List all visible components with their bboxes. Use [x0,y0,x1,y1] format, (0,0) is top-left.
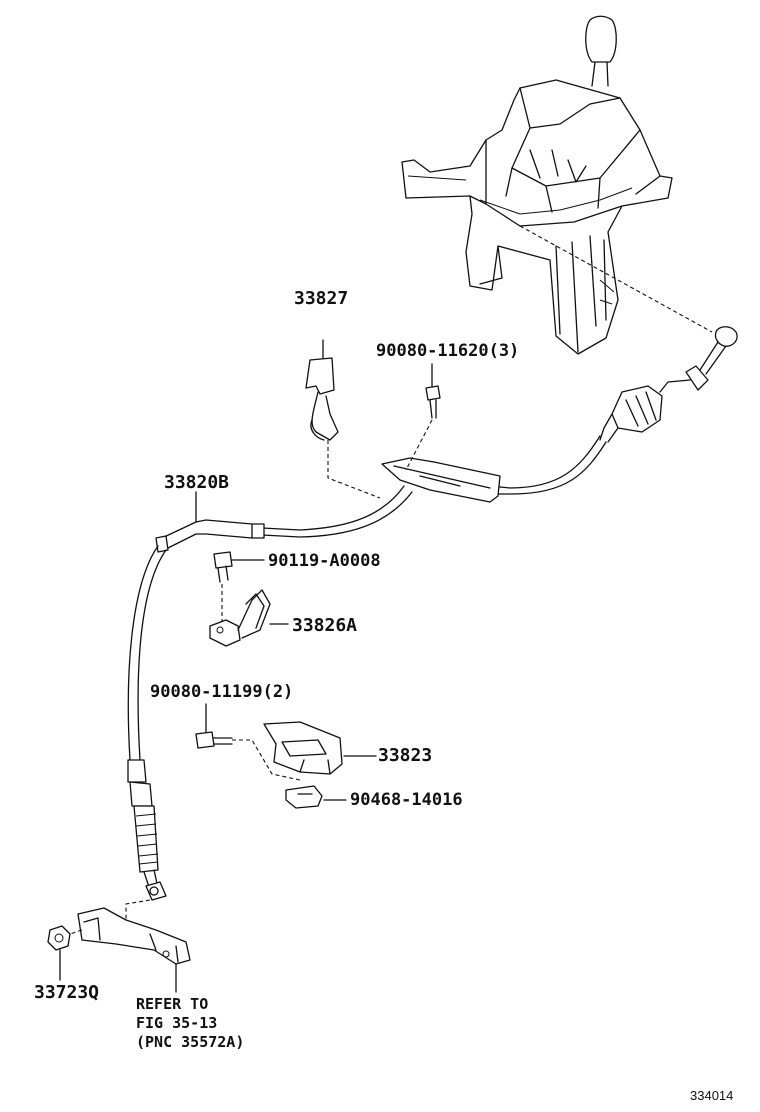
clip-33826A [209,589,289,647]
refer-note-line3: (PNC 35572A) [136,1033,245,1051]
refer-note-line1: REFER TO [136,995,209,1013]
lower-bracket [77,899,191,993]
label-33723Q: 33723Q [34,982,100,1003]
cable-bracket-plate [381,457,501,503]
clip-90468-14016 [285,785,347,809]
nut-33723Q [47,925,71,981]
label-33827: 33827 [294,288,349,309]
label-90468-14016: 90468-14016 [350,790,463,810]
bolt-90080-11620 [425,363,441,419]
refer-note: REFER TO FIG 35-13 (PNC 35572A) [136,995,244,1052]
bolt-90119-A0008 [213,551,265,583]
figure-number: 334014 [690,1088,734,1103]
shift-cable [127,435,607,901]
label-90080-11199: 90080-11199(2) [150,682,294,702]
shift-lever-assembly [401,15,673,355]
label-33823: 33823 [378,745,433,766]
bracket-33823 [263,721,377,775]
bolt-90080-11199 [195,703,233,749]
refer-note-line2: FIG 35-13 [136,1014,218,1032]
label-33826A: 33826A [292,615,358,636]
cable-upper-end [599,326,738,443]
clip-33827 [305,339,339,441]
label-90119-A0008: 90119-A0008 [268,551,381,571]
label-33820B: 33820B [164,472,230,493]
label-90080-11620: 90080-11620(3) [376,341,520,361]
